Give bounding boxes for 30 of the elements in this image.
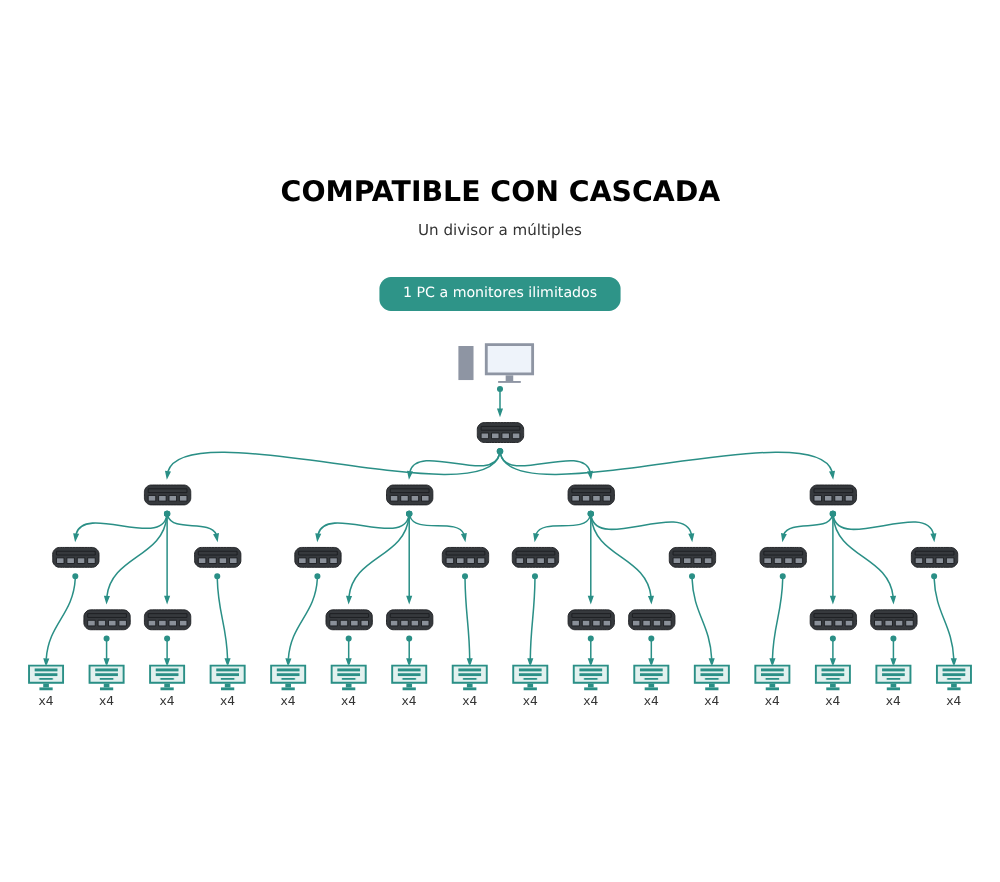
diagram-title: COMPATIBLE CON CASCADA (280, 176, 721, 209)
arrow (406, 634, 413, 666)
arrow (285, 572, 321, 666)
arrow (587, 634, 594, 666)
arrow (527, 572, 538, 666)
arrow (43, 572, 79, 666)
arrow (587, 509, 594, 604)
arrow (497, 447, 836, 479)
arrow (689, 572, 715, 666)
arrow (830, 509, 937, 542)
arrow (931, 572, 957, 666)
arrow (315, 509, 413, 542)
arrow (462, 572, 473, 666)
arrow (406, 447, 503, 479)
arrow (780, 509, 836, 542)
arrow (829, 634, 836, 666)
arrow (406, 509, 413, 604)
arrow (496, 384, 504, 417)
arrow (769, 572, 786, 666)
arrow (587, 509, 655, 604)
arrow (829, 509, 836, 604)
arrow (164, 634, 171, 666)
arrow (164, 447, 503, 479)
arrow (587, 509, 695, 542)
arrow (533, 509, 594, 542)
arrow (497, 447, 594, 479)
arrow (829, 509, 897, 604)
arrow (345, 509, 413, 604)
arrow (214, 572, 231, 666)
arrow (406, 509, 467, 542)
